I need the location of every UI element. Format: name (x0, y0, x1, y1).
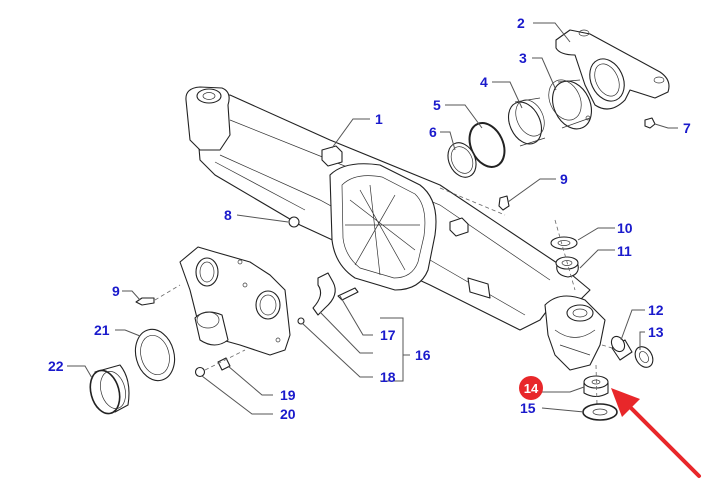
label-14: 14 (524, 381, 539, 396)
seal-ring-part-6[interactable] (443, 138, 482, 182)
label-8[interactable]: 8 (224, 207, 232, 223)
label-5[interactable]: 5 (433, 97, 441, 113)
highlight-badge (519, 376, 543, 400)
label-11[interactable]: 11 (617, 243, 632, 259)
bolt-part-9b[interactable] (135, 297, 155, 306)
bushing-part-11[interactable] (555, 256, 579, 278)
washer-part-10[interactable] (550, 236, 578, 250)
label-22[interactable]: 22 (48, 358, 64, 374)
plug-part-20[interactable] (194, 366, 206, 378)
label-19[interactable]: 19 (280, 387, 296, 403)
label-9-lower[interactable]: 9 (112, 283, 120, 299)
label-7[interactable]: 7 (683, 120, 691, 136)
bushing-part-4[interactable] (502, 95, 550, 149)
leader-lines (67, 22, 678, 415)
label-3[interactable]: 3 (519, 50, 527, 66)
label-20[interactable]: 20 (280, 406, 296, 422)
plug-part-8[interactable] (288, 216, 300, 228)
bolt-part-17[interactable] (337, 287, 359, 301)
label-16[interactable]: 16 (415, 347, 431, 363)
label-10[interactable]: 10 (617, 220, 633, 236)
label-17[interactable]: 17 (380, 327, 396, 343)
highlight-arrow-icon (611, 388, 701, 478)
pin-part-19[interactable] (217, 357, 231, 371)
label-12[interactable]: 12 (648, 302, 664, 318)
label-9-upper[interactable]: 9 (560, 171, 568, 187)
seal-part-21[interactable] (130, 325, 180, 385)
grease-fitting-part-7[interactable] (644, 117, 656, 129)
label-15[interactable]: 15 (520, 400, 536, 416)
label-2[interactable]: 2 (517, 15, 525, 31)
axle-housing-part[interactable] (185, 86, 606, 371)
bushing-part-3[interactable] (543, 75, 599, 136)
kit-bracket-16 (380, 317, 410, 382)
washer-part-15[interactable] (582, 403, 618, 421)
label-13[interactable]: 13 (648, 324, 664, 340)
plug-part-9a[interactable] (498, 195, 510, 211)
part-labels: 1 2 3 4 5 6 7 8 9 9 10 11 12 13 14 15 16… (48, 15, 691, 422)
bushing-part-12[interactable] (609, 334, 633, 361)
label-6[interactable]: 6 (429, 124, 437, 140)
cap-part-18[interactable] (312, 272, 336, 316)
label-14-highlight[interactable]: 14 (519, 376, 543, 400)
label-18[interactable]: 18 (380, 369, 396, 385)
bushing-part-22[interactable] (86, 364, 130, 417)
bushing-part-14[interactable] (583, 375, 609, 398)
label-4[interactable]: 4 (480, 74, 488, 90)
seal-part-13[interactable] (632, 343, 657, 370)
label-21[interactable]: 21 (94, 322, 110, 338)
label-1[interactable]: 1 (375, 111, 383, 127)
differential-cover-part[interactable] (179, 246, 291, 356)
pivot-bracket-part[interactable] (555, 29, 670, 110)
nut-part-18b[interactable] (297, 317, 305, 325)
